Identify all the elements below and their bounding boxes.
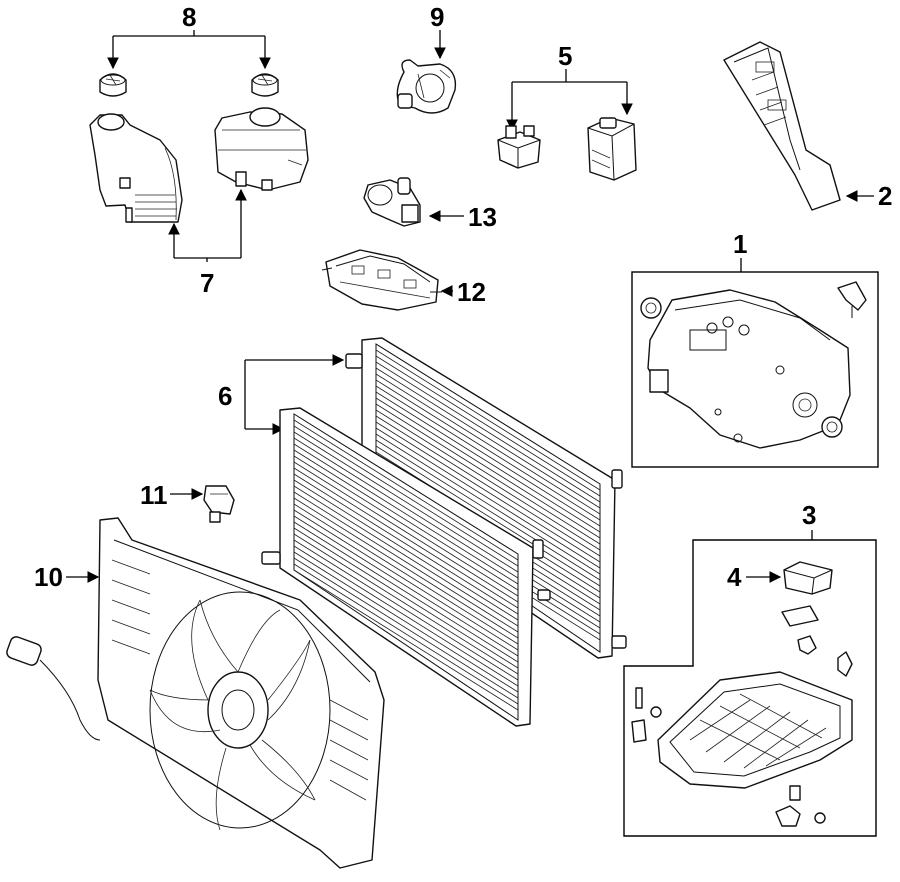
coolant-valve-right — [587, 117, 637, 181]
electric-water-pump — [396, 59, 457, 114]
callout-2: 2 — [878, 181, 892, 211]
callout-3: 3 — [802, 500, 816, 530]
coolant-reservoir-right — [214, 107, 309, 191]
callout-8: 8 — [182, 2, 196, 32]
leader-7 — [168, 188, 247, 262]
control-module-sensor — [783, 561, 833, 595]
reservoir-cap-right — [251, 73, 279, 97]
auxiliary-pump — [363, 177, 421, 227]
callout-12: 12 — [457, 277, 486, 307]
callout-9: 9 — [430, 2, 444, 32]
leader-8 — [107, 30, 271, 70]
control-module-bracket — [723, 41, 841, 211]
callout-7: 7 — [200, 268, 214, 298]
temperature-sensor — [203, 485, 235, 523]
box-3-frame — [623, 539, 877, 837]
callout-11: 11 — [140, 480, 168, 510]
callout-10: 10 — [34, 562, 63, 592]
cooling-fan-assembly — [6, 517, 385, 869]
coolant-reservoir-left — [89, 113, 183, 223]
callout-4: 4 — [727, 562, 742, 592]
ac-compressor — [640, 281, 867, 449]
box-1-frame — [631, 271, 879, 468]
callout-5: 5 — [558, 41, 572, 71]
leader-5 — [506, 69, 633, 132]
callout-1: 1 — [733, 229, 747, 259]
radiator-front — [261, 407, 551, 727]
leader-6 — [244, 354, 345, 435]
valve-block — [321, 249, 442, 311]
callout-13: 13 — [468, 202, 497, 232]
reservoir-cap-left — [99, 73, 127, 97]
callout-6: 6 — [218, 381, 232, 411]
control-housing-base — [657, 671, 853, 789]
gasket-pad — [781, 605, 819, 627]
coolant-valve-left — [497, 125, 541, 169]
small-connector-parts — [631, 635, 853, 827]
